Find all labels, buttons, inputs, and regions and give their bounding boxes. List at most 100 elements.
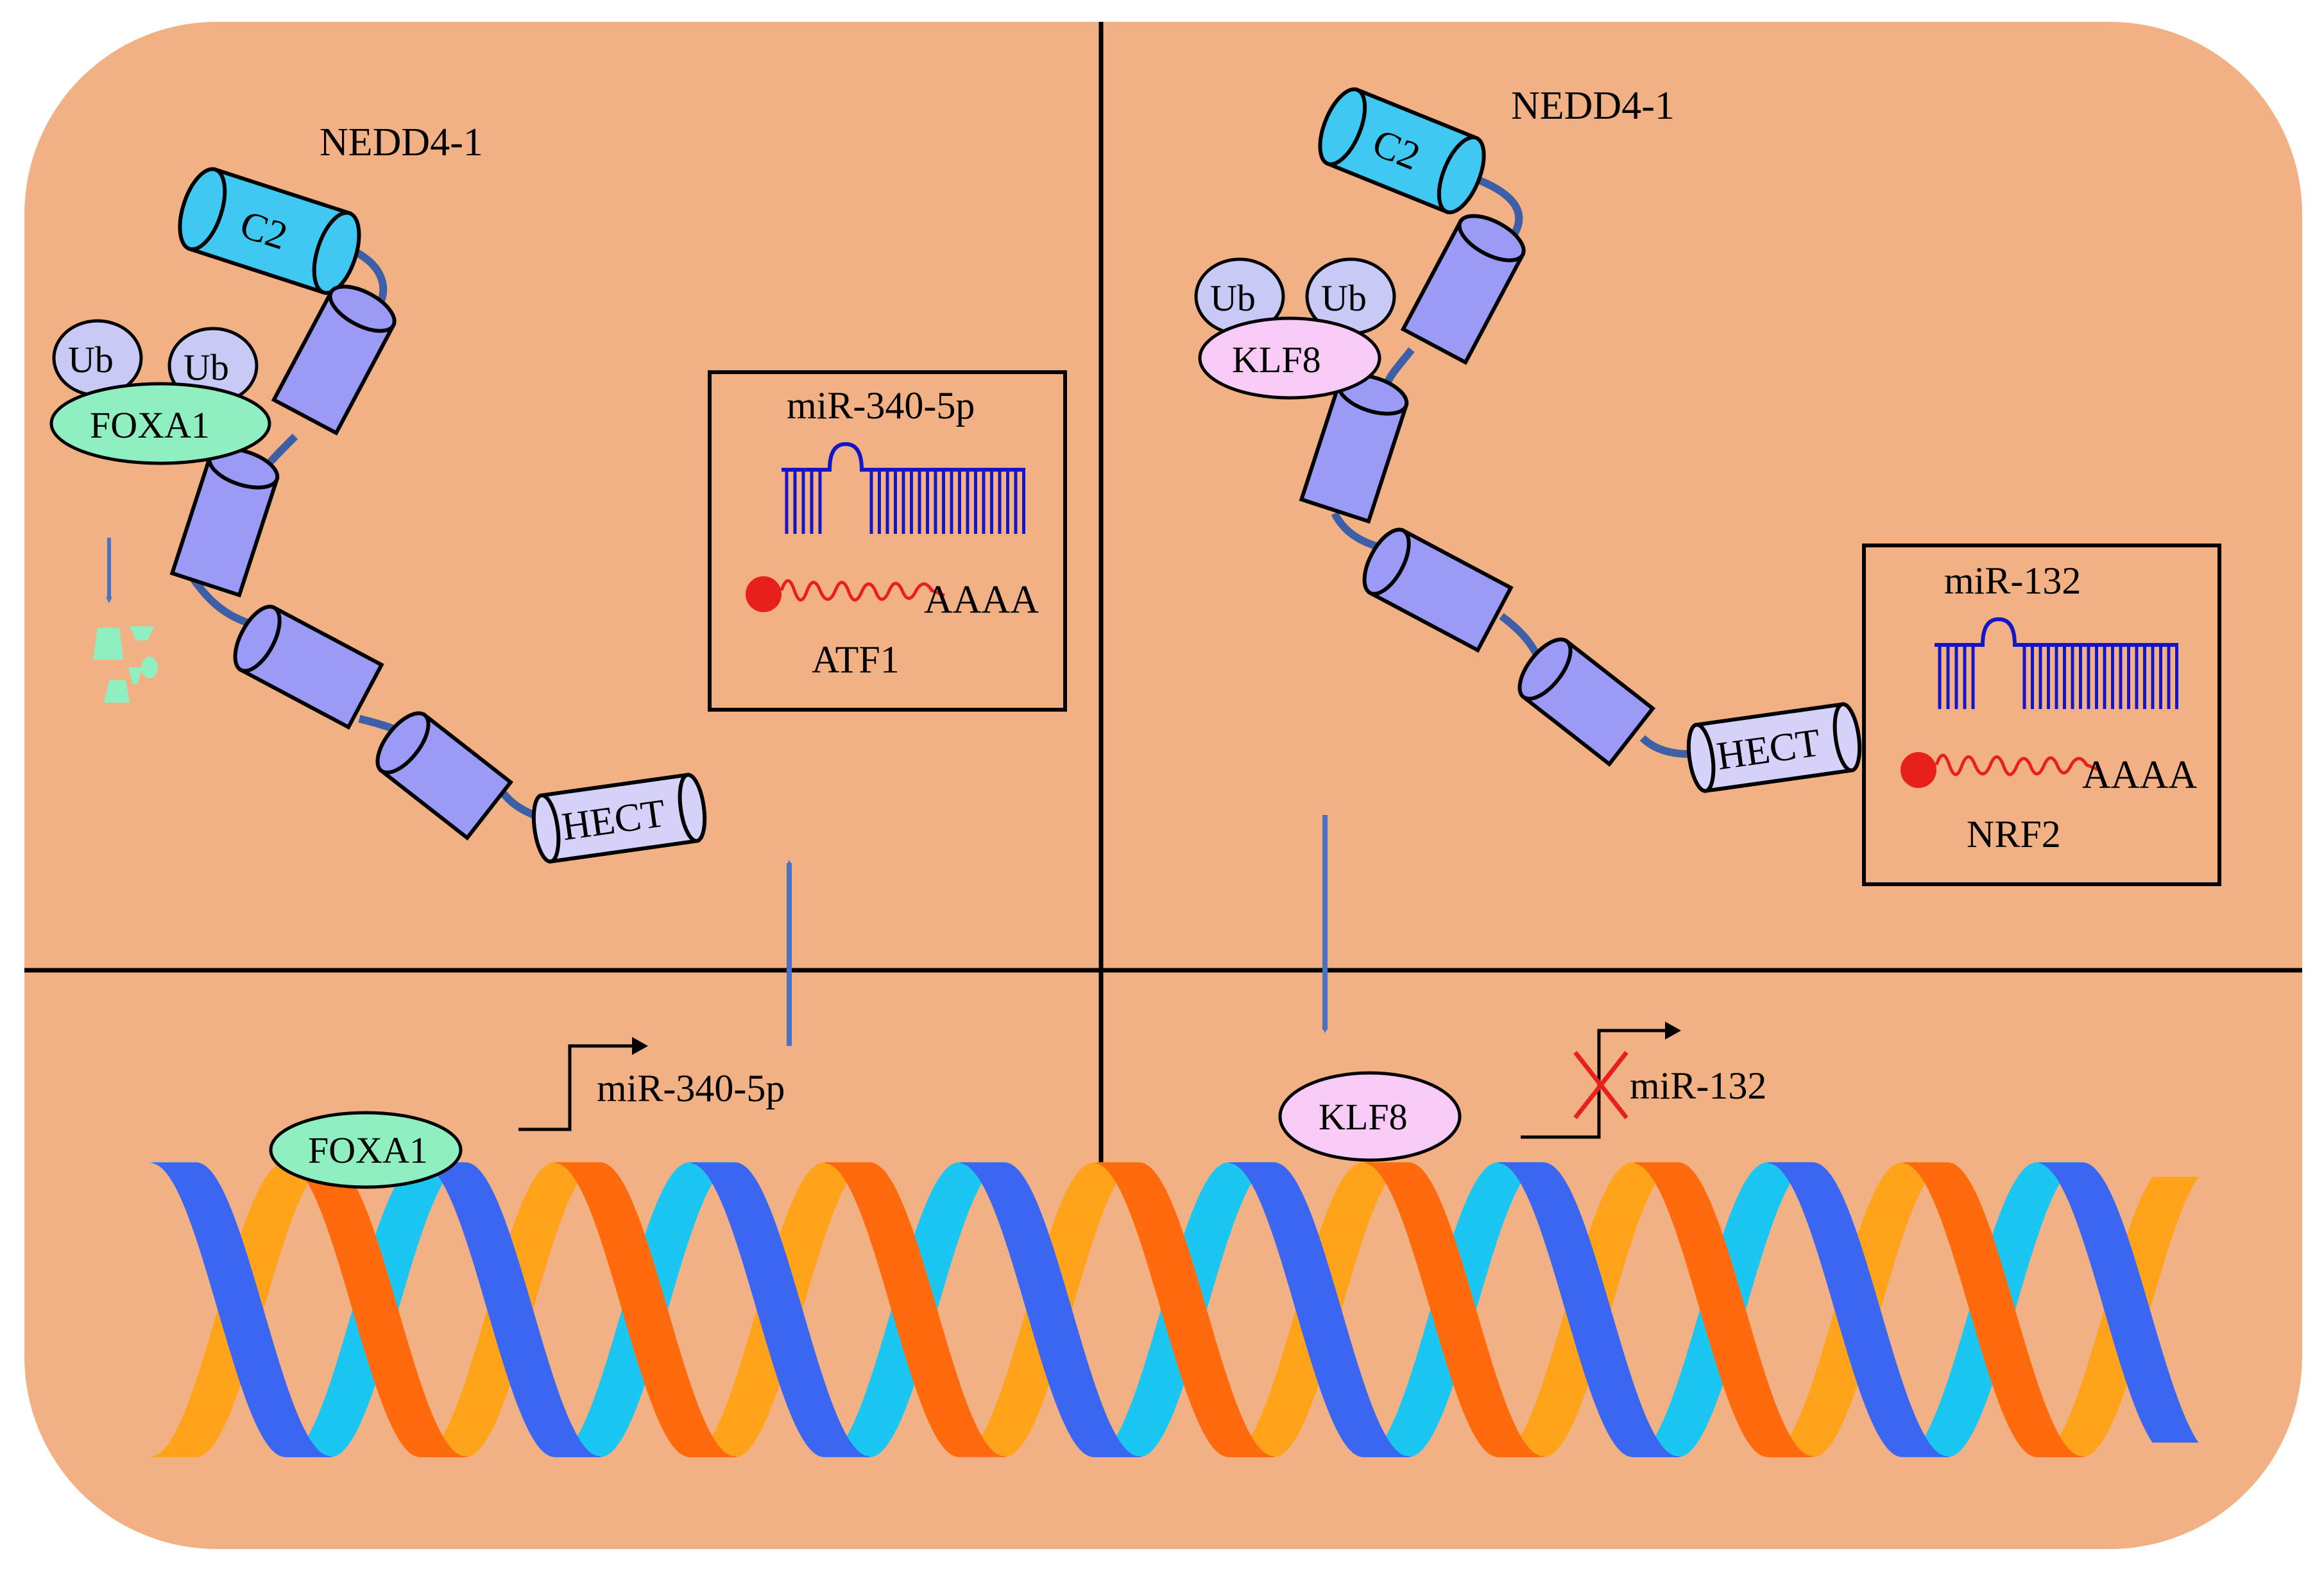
dna-strand-a-front — [1663, 1198, 1710, 1203]
dna-strand-a-back — [980, 1435, 1027, 1439]
dna-strand-b-front — [1879, 1435, 1926, 1439]
dna-strand-a-back — [996, 1400, 1043, 1406]
dna-strand-b-back — [1746, 1178, 1793, 1182]
dna-strand-b-front — [1012, 1259, 1059, 1266]
dna-strand-a-back — [783, 1222, 830, 1228]
dna-strand-a-back — [724, 1405, 771, 1410]
dna-strand-a-front — [1441, 1344, 1488, 1351]
dna-strand-a-front — [1990, 1377, 2037, 1383]
dna-strand-a-front — [1972, 1319, 2019, 1326]
dna-strand-b-front — [796, 1425, 842, 1430]
dna-strand-b-front — [1792, 1186, 1839, 1191]
dna-strand-a-back — [1854, 1238, 1901, 1246]
dna-strand-a-front — [1690, 1274, 1737, 1282]
dna-strand-a-back — [709, 1439, 756, 1442]
dna-strand-b-back — [1192, 1208, 1238, 1214]
dna-strand-b-back — [586, 1413, 633, 1418]
dna-strand-b-back — [1183, 1233, 1230, 1239]
dna-strand-b-front — [1790, 1183, 1837, 1186]
dna-strand-a-front — [1942, 1219, 1988, 1226]
dna-strand-a-back — [257, 1188, 304, 1193]
dna-strand-b-front — [504, 1366, 551, 1373]
dna-strand-b-back — [2008, 1190, 2055, 1195]
dna-strand-b-front — [1870, 1417, 1917, 1422]
dna-strand-a-front — [380, 1396, 427, 1402]
dna-strand-b-back — [1652, 1439, 1699, 1442]
dna-strand-a-front — [360, 1333, 407, 1341]
dna-strand-b-front — [491, 1321, 538, 1329]
dna-strand-b-back — [867, 1383, 914, 1390]
dna-strand-b-front — [2146, 1430, 2193, 1434]
dna-strand-b-front — [1256, 1192, 1303, 1197]
dna-strand-b-front — [1563, 1301, 1610, 1309]
dna-strand-a-front — [1147, 1262, 1194, 1269]
dna-strand-b-front — [1294, 1303, 1341, 1310]
dna-strand-b-back — [1924, 1435, 1970, 1439]
dna-strand-a-back — [1061, 1200, 1107, 1205]
dna-strand-a-front — [1399, 1210, 1446, 1215]
dna-strand-b-front — [787, 1404, 833, 1410]
dna-strand-a-front — [1734, 1415, 1781, 1420]
dna-strand-b-back — [1127, 1409, 1174, 1415]
dna-strand-b-back — [320, 1407, 366, 1412]
dna-strand-a-front — [1997, 1397, 2044, 1403]
dna-strand-b-front — [224, 1330, 271, 1338]
dna-strand-a-back — [2059, 1434, 2106, 1437]
dna-strand-b-front — [209, 1277, 255, 1285]
dna-strand-a-front — [1405, 1228, 1452, 1234]
dna-strand-a-front — [1452, 1380, 1499, 1386]
dna-strand-a-front — [640, 1369, 687, 1376]
dna-strand-b-front — [253, 1417, 300, 1422]
dna-strand-b-back — [1679, 1373, 1726, 1380]
dna-strand-a-front — [1461, 1405, 1508, 1410]
dna-strand-b-back — [927, 1197, 974, 1203]
dna-strand-b-front — [1550, 1257, 1597, 1264]
dna-strand-b-back — [1465, 1199, 1512, 1204]
dna-strand-a-front — [576, 1179, 622, 1183]
dna-strand-b-front — [1045, 1371, 1092, 1378]
dna-strand-b-front — [2092, 1269, 2139, 1276]
dna-strand-a-front — [1167, 1330, 1214, 1338]
dna-strand-a-front — [633, 1347, 680, 1354]
dna-strand-a-front — [378, 1390, 425, 1396]
dna-strand-a-front — [856, 1201, 903, 1206]
dna-strand-b-back — [1944, 1388, 1990, 1394]
dna-strand-b-back — [1926, 1431, 1972, 1435]
dna-strand-b-back — [1670, 1400, 1717, 1405]
dna-strand-b-back — [378, 1223, 425, 1229]
dna-strand-a-front — [1937, 1208, 1984, 1213]
dna-strand-b-front — [1319, 1383, 1365, 1390]
dna-strand-a-back — [787, 1210, 833, 1215]
dna-strand-a-front — [880, 1271, 927, 1278]
dna-strand-b-back — [1946, 1381, 1993, 1387]
dna-strand-b-front — [2124, 1373, 2171, 1380]
dna-strand-a-front — [858, 1206, 905, 1212]
dna-strand-b-front — [178, 1190, 225, 1195]
dna-strand-b-back — [865, 1390, 912, 1396]
dna-strand-b-front — [729, 1221, 776, 1227]
dna-strand-b-front — [2059, 1182, 2106, 1186]
dna-strand-a-back — [518, 1209, 565, 1215]
dna-strand-a-front — [629, 1332, 676, 1340]
dna-strand-b-front — [1857, 1381, 1904, 1387]
dna-strand-a-front — [366, 1356, 413, 1363]
dna-strand-b-front — [1283, 1265, 1330, 1272]
dna-strand-b-front — [785, 1398, 832, 1403]
dna-strand-a-back — [453, 1410, 500, 1415]
dna-strand-a-front — [627, 1324, 674, 1332]
dna-strand-b-front — [1314, 1369, 1361, 1376]
dna-strand-b-front — [794, 1420, 841, 1425]
dna-strand-a-front — [932, 1427, 978, 1432]
dna-strand-a-front — [1721, 1378, 1768, 1385]
dna-strand-a-front — [905, 1353, 952, 1360]
dna-strand-b-back — [1116, 1434, 1163, 1437]
dna-strand-b-back — [1187, 1220, 1234, 1226]
dna-strand-a-front — [1437, 1329, 1483, 1337]
dna-strand-a-front — [1951, 1245, 1997, 1252]
dna-strand-b-back — [1114, 1437, 1161, 1441]
dna-strand-b-front — [255, 1422, 302, 1426]
dna-strand-a-back — [1870, 1197, 1917, 1203]
right-tf-label: KLF8 — [1319, 1096, 1408, 1138]
dna-strand-b-front — [1859, 1388, 1906, 1394]
dna-strand-b-front — [1523, 1187, 1570, 1192]
